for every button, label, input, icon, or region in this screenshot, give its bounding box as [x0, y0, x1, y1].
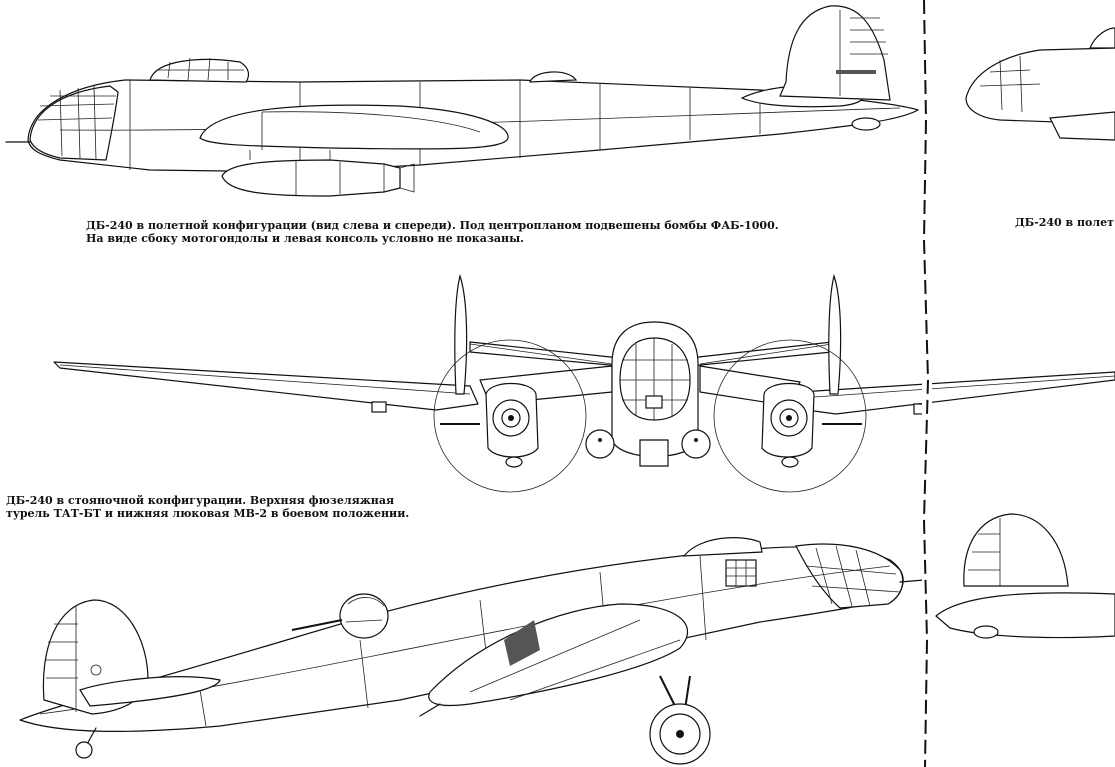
caption-parking-line-2: турель ТАТ-БТ и нижняя люковая МВ-2 в бо…: [6, 507, 410, 520]
caption-cropped-right: ДБ-240 в полет: [1015, 216, 1114, 229]
side-view-flight: [5, 5, 919, 197]
caption-parking-line-1: ДБ-240 в стояночной конфигурации. Верхня…: [6, 494, 395, 507]
cropped-right-views: [922, 0, 1115, 767]
caption-flight-line-2: На виде сбоку мотогондолы и левая консол…: [86, 232, 524, 245]
side-view-parking: [19, 537, 925, 765]
caption-flight-line-1: ДБ-240 в полетной конфигурации (вид слев…: [86, 219, 779, 232]
front-view: [53, 273, 1115, 493]
